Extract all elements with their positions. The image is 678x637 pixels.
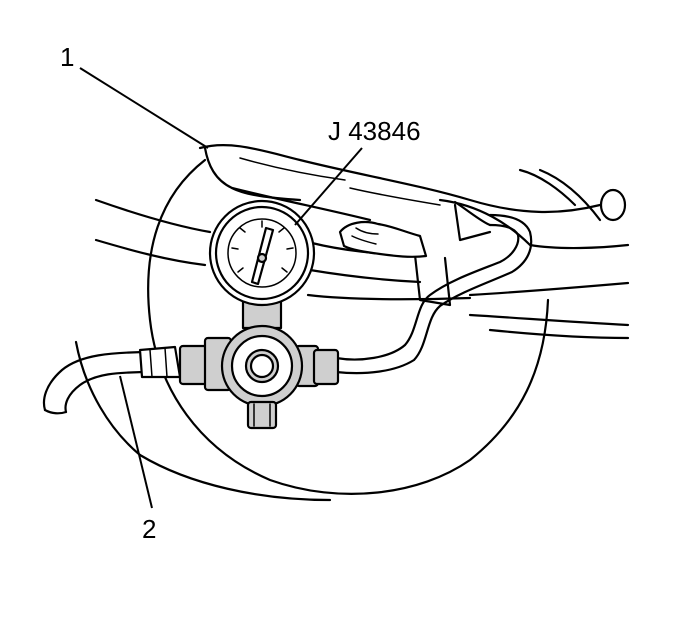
callout-j43846: J 43846 bbox=[328, 116, 421, 146]
gauge-to-rail-hose bbox=[334, 200, 533, 375]
fuel-rail-fitting bbox=[338, 221, 428, 258]
leader-2 bbox=[119, 375, 153, 509]
drain-hose bbox=[42, 345, 182, 415]
pressure-gauge-j43846 bbox=[208, 199, 316, 330]
callout-2: 2 bbox=[142, 514, 156, 544]
leader-lines bbox=[79, 67, 363, 509]
leader-j43846 bbox=[294, 147, 363, 226]
callout-1: 1 bbox=[60, 42, 74, 72]
tire-outline bbox=[74, 158, 550, 502]
leader-1 bbox=[79, 67, 209, 149]
valve-assembly bbox=[178, 324, 340, 430]
gauge-ticks bbox=[231, 220, 294, 273]
